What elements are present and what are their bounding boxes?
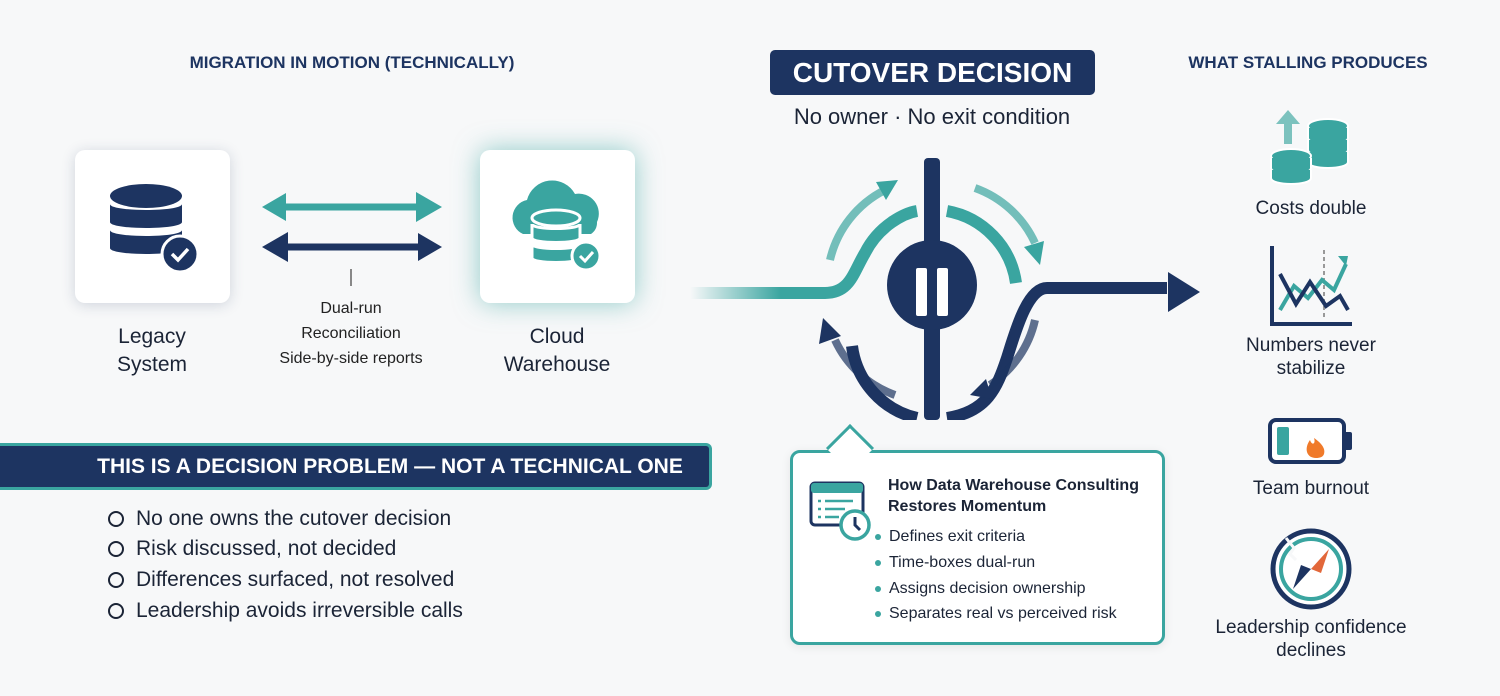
callout-item-text: Assigns decision ownership [889,580,1086,597]
callout-item: Assigns decision ownership [875,580,1086,598]
callout-item-text: Defines exit criteria [889,528,1026,545]
sync-notes: Dual-run Reconciliation Side-by-side rep… [251,296,451,371]
callout-item: Defines exit criteria [875,528,1025,546]
dot-bullet-icon [875,586,881,592]
cloud-line1: Cloud [529,325,585,348]
callout-item: Time-boxes dual-run [875,554,1035,572]
decision-problem-banner: THIS IS A DECISION PROBLEM — NOT A TECHN… [0,443,712,490]
legacy-system-tile [75,150,230,303]
stalling-heading: WHAT STALLING PRODUCES [1188,53,1428,72]
circle-bullet-icon [108,603,124,619]
note-reconciliation: Reconciliation [301,325,401,342]
bullet-item: Risk discussed, not decided [108,537,396,561]
stalled-loop-graphic [690,158,1200,420]
coins-up-icon [1270,110,1349,185]
bullet-text: No one owns the cutover decision [136,507,452,530]
cloud-warehouse-tile [480,150,635,303]
cloud-database-check-icon [512,179,601,271]
pause-icon [887,240,977,330]
callout-item: Separates real vs perceived risk [875,605,1117,623]
bullet-text: Differences surfaced, not resolved [136,568,455,591]
leadership-line1: Leadership confidence [1215,617,1407,638]
callout-title-line2: Restores Momentum [888,498,1047,515]
broken-compass-icon [1270,528,1352,610]
bullet-item: Leadership avoids irreversible calls [108,599,463,623]
bullet-item: Differences surfaced, not resolved [108,568,454,592]
low-battery-fire-icon [1268,418,1352,464]
cloud-line2: Warehouse [503,353,611,376]
leadership-line2: declines [1276,640,1346,661]
legacy-line1: Legacy [118,325,186,348]
circle-bullet-icon [108,511,124,527]
bullet-text: Risk discussed, not decided [136,537,397,560]
dot-bullet-icon [875,560,881,566]
database-check-icon [109,183,199,273]
dot-bullet-icon [875,611,881,617]
callout-item-text: Time-boxes dual-run [889,554,1036,571]
legacy-line2: System [116,353,187,376]
outgoing-path [945,282,1167,420]
callout-title-line1: How Data Warehouse Consulting [888,477,1139,494]
dot-bullet-icon [875,534,881,540]
numbers-line1: Numbers never [1246,335,1376,356]
volatile-chart-icon [1270,246,1352,326]
divider [350,269,352,286]
cutover-subtitle: No owner · No exit condition [793,104,1071,129]
cutover-decision-badge: CUTOVER DECISION [770,50,1095,95]
note-dual-run: Dual-run [320,300,382,317]
sync-arrows [262,192,442,262]
callout-item-text: Separates real vs perceived risk [889,605,1117,622]
note-side-by-side: Side-by-side reports [279,350,423,367]
circle-bullet-icon [108,541,124,557]
stall-label-costs: Costs double [1255,198,1367,219]
outgoing-arrowhead [1168,272,1200,312]
callout-notch [825,423,875,473]
migration-heading: MIGRATION IN MOTION (TECHNICALLY) [189,53,515,72]
circle-bullet-icon [108,572,124,588]
schedule-window-icon [809,481,871,541]
bullet-item: No one owns the cutover decision [108,507,451,531]
numbers-line2: stabilize [1276,358,1346,379]
bullet-text: Leadership avoids irreversible calls [136,599,463,622]
stall-label-burnout: Team burnout [1252,478,1370,499]
incoming-path [690,205,919,299]
